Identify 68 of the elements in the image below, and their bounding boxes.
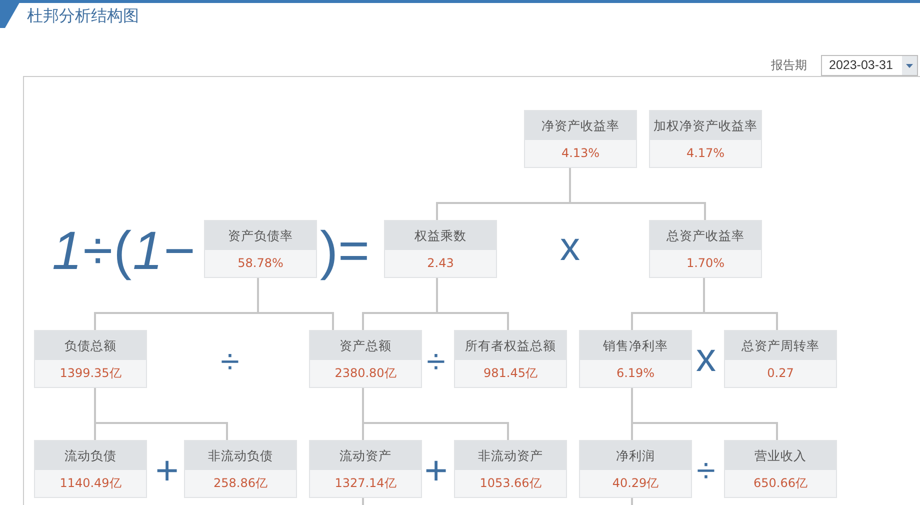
metric-value: 6.19%	[615, 365, 656, 382]
metric-label: 总资产周转率	[725, 331, 836, 360]
metric-box	[579, 440, 692, 498]
operator-sign: ÷	[426, 345, 446, 379]
page-title: 杜邦分析结构图	[27, 6, 139, 26]
operator-sign: +	[424, 451, 448, 491]
metric-label: 非流动负债	[185, 441, 296, 470]
metric-value: 4.13%	[560, 145, 601, 162]
metric-label: 净资产收益率	[525, 111, 636, 140]
metric-value: 1053.66亿	[478, 475, 542, 492]
connector-line	[94, 388, 228, 440]
metric-value: 4.17%	[685, 145, 726, 162]
metric-box	[309, 440, 422, 498]
operator-sign: ÷	[696, 454, 716, 488]
metric-box	[34, 440, 147, 498]
operator-sign: +	[155, 451, 179, 491]
metric-box	[204, 220, 317, 278]
metric-label: 加权净资产收益率	[650, 111, 761, 140]
formula-text: )=	[320, 224, 370, 278]
operator-sign: ÷	[220, 345, 240, 379]
metric-box	[34, 330, 147, 388]
date-select: 2023-03-31	[821, 55, 918, 76]
connector-line	[362, 388, 509, 440]
metric-label: 营业收入	[725, 441, 836, 470]
metric-value: 2380.80亿	[334, 365, 398, 382]
metric-value: 1140.49亿	[58, 475, 122, 492]
metric-value: 1399.35亿	[58, 365, 122, 382]
operator-sign: x	[696, 338, 716, 378]
metric-label: 总资产收益率	[650, 221, 761, 250]
metric-box	[184, 440, 297, 498]
metric-label: 流动负债	[35, 441, 146, 470]
metric-box	[524, 110, 637, 168]
operator-sign: x	[560, 227, 580, 267]
metric-value: 40.29亿	[611, 475, 660, 492]
metric-box	[454, 330, 567, 388]
connector-line	[631, 498, 633, 505]
formula-text: 1÷(1−	[52, 224, 196, 278]
connector-line	[436, 278, 509, 330]
field-label: 报告期	[771, 57, 807, 73]
connector-line	[631, 388, 778, 440]
metric-box	[724, 330, 837, 388]
metric-label: 所有者权益总额	[455, 331, 566, 360]
metric-value: 1.70%	[685, 255, 726, 272]
metric-box	[309, 330, 422, 388]
metric-box	[724, 440, 837, 498]
metric-label: 销售净利率	[580, 331, 691, 360]
metric-box	[579, 330, 692, 388]
metric-box	[649, 110, 762, 168]
metric-label: 非流动资产	[455, 441, 566, 470]
metric-value: 2.43	[426, 255, 455, 272]
metric-label: 资产总额	[310, 331, 421, 360]
metric-box	[384, 220, 497, 278]
metric-value: 981.45亿	[482, 365, 538, 382]
metric-label: 权益乘数	[385, 221, 496, 250]
metric-value: 0.27	[766, 365, 795, 382]
metric-value: 58.78%	[236, 255, 284, 272]
metric-box	[454, 440, 567, 498]
metric-label: 净利润	[580, 441, 691, 470]
metric-label: 负债总额	[35, 331, 146, 360]
connector-line	[362, 498, 364, 505]
connector-line	[257, 278, 334, 330]
metric-box	[649, 220, 762, 278]
metric-label: 资产负债率	[205, 221, 316, 250]
metric-value: 258.86亿	[212, 475, 268, 492]
metric-label: 流动资产	[310, 441, 421, 470]
metric-value: 1327.14亿	[334, 475, 398, 492]
connector-line	[703, 278, 778, 330]
metric-value: 650.66亿	[752, 475, 808, 492]
